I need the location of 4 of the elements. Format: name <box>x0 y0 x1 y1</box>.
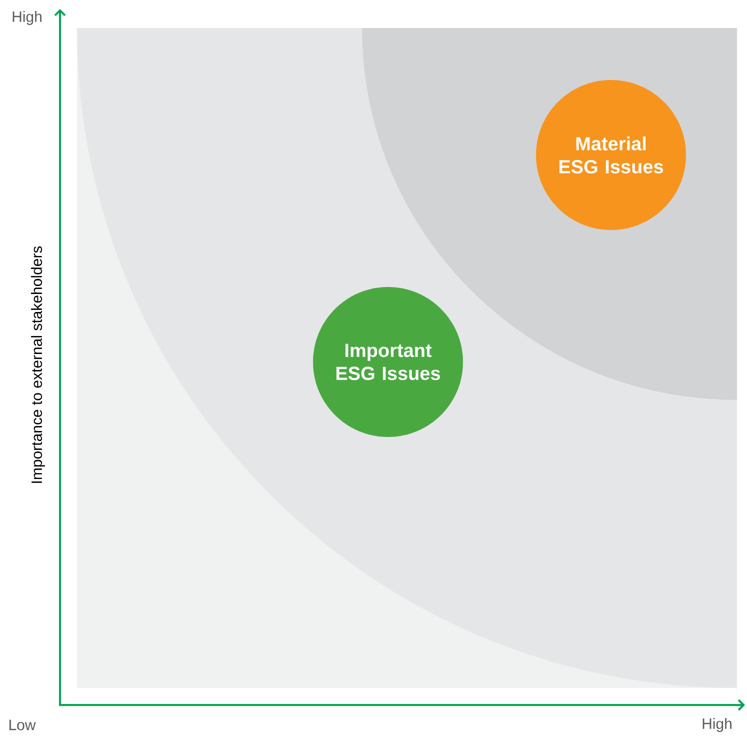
axis-tick-label: High <box>12 11 42 25</box>
axis-title: Importance to external stakeholders <box>31 246 45 483</box>
axis-tick-label: Low <box>9 720 36 730</box>
axis-tick-label: High <box>702 718 732 732</box>
